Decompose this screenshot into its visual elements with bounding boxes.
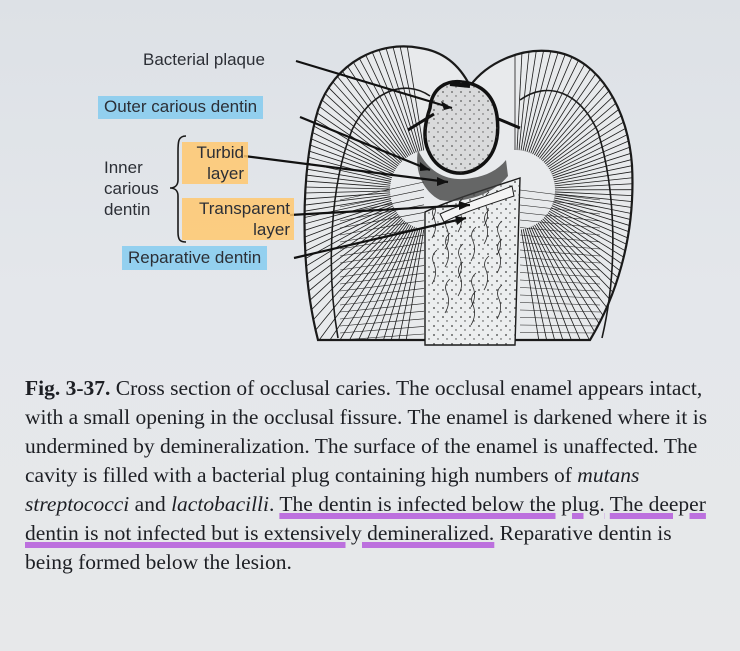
- label-transparent-layer: Transparent layer: [182, 198, 294, 240]
- right-enamel-rods: [514, 46, 633, 341]
- caption-sentence-7: The deeper dentin is not infected but is…: [25, 492, 706, 545]
- caption-term-mutans: mutans streptococci: [25, 463, 640, 516]
- label-outer-carious-dentin: Outer carious dentin: [98, 96, 264, 119]
- caption-sentence-5: The cavity is filled with a bacterial pl…: [25, 434, 698, 487]
- label-turbid-layer: Turbid layer: [182, 142, 248, 184]
- leader-lines: [243, 59, 471, 260]
- tooth-diagram: [169, 45, 634, 346]
- caption-and: and: [134, 492, 166, 516]
- caption-sentence-6: The dentin is infected below the plug.: [279, 492, 605, 516]
- caption-sentence-8: Reparative dentin is being formed below …: [25, 521, 672, 574]
- leader-arrowheads: [420, 101, 470, 225]
- figure-number: Fig. 3-37.: [25, 376, 111, 400]
- caption-sentence-1: Cross section of occlusal caries.: [115, 376, 392, 400]
- caption-sentence-4: The surface of the enamel is unaffected.: [314, 434, 659, 458]
- label-bacterial-plaque: Bacterial plaque: [143, 50, 265, 69]
- tooth-cross-section-figure: Bacterial plaque Outer carious dentin In…: [98, 45, 634, 346]
- dentin-tubules: [339, 181, 601, 341]
- figure-caption: Fig. 3-37. Cross section of occlusal car…: [25, 374, 715, 577]
- caption-sentence-3: The enamel is darkened where it is under…: [25, 405, 708, 458]
- label-reparative-dentin: Reparative dentin: [122, 246, 268, 270]
- caption-term-lactobacilli: lactobacilli: [171, 492, 270, 516]
- turbid-zone: [417, 150, 508, 201]
- label-inner-carious-dentin: Inner carious dentin: [104, 158, 159, 219]
- caption-period: .: [269, 492, 275, 516]
- inner-dentin-brace: [169, 135, 187, 243]
- caption-sentence-2: The occlusal enamel appears intact, with…: [25, 376, 703, 429]
